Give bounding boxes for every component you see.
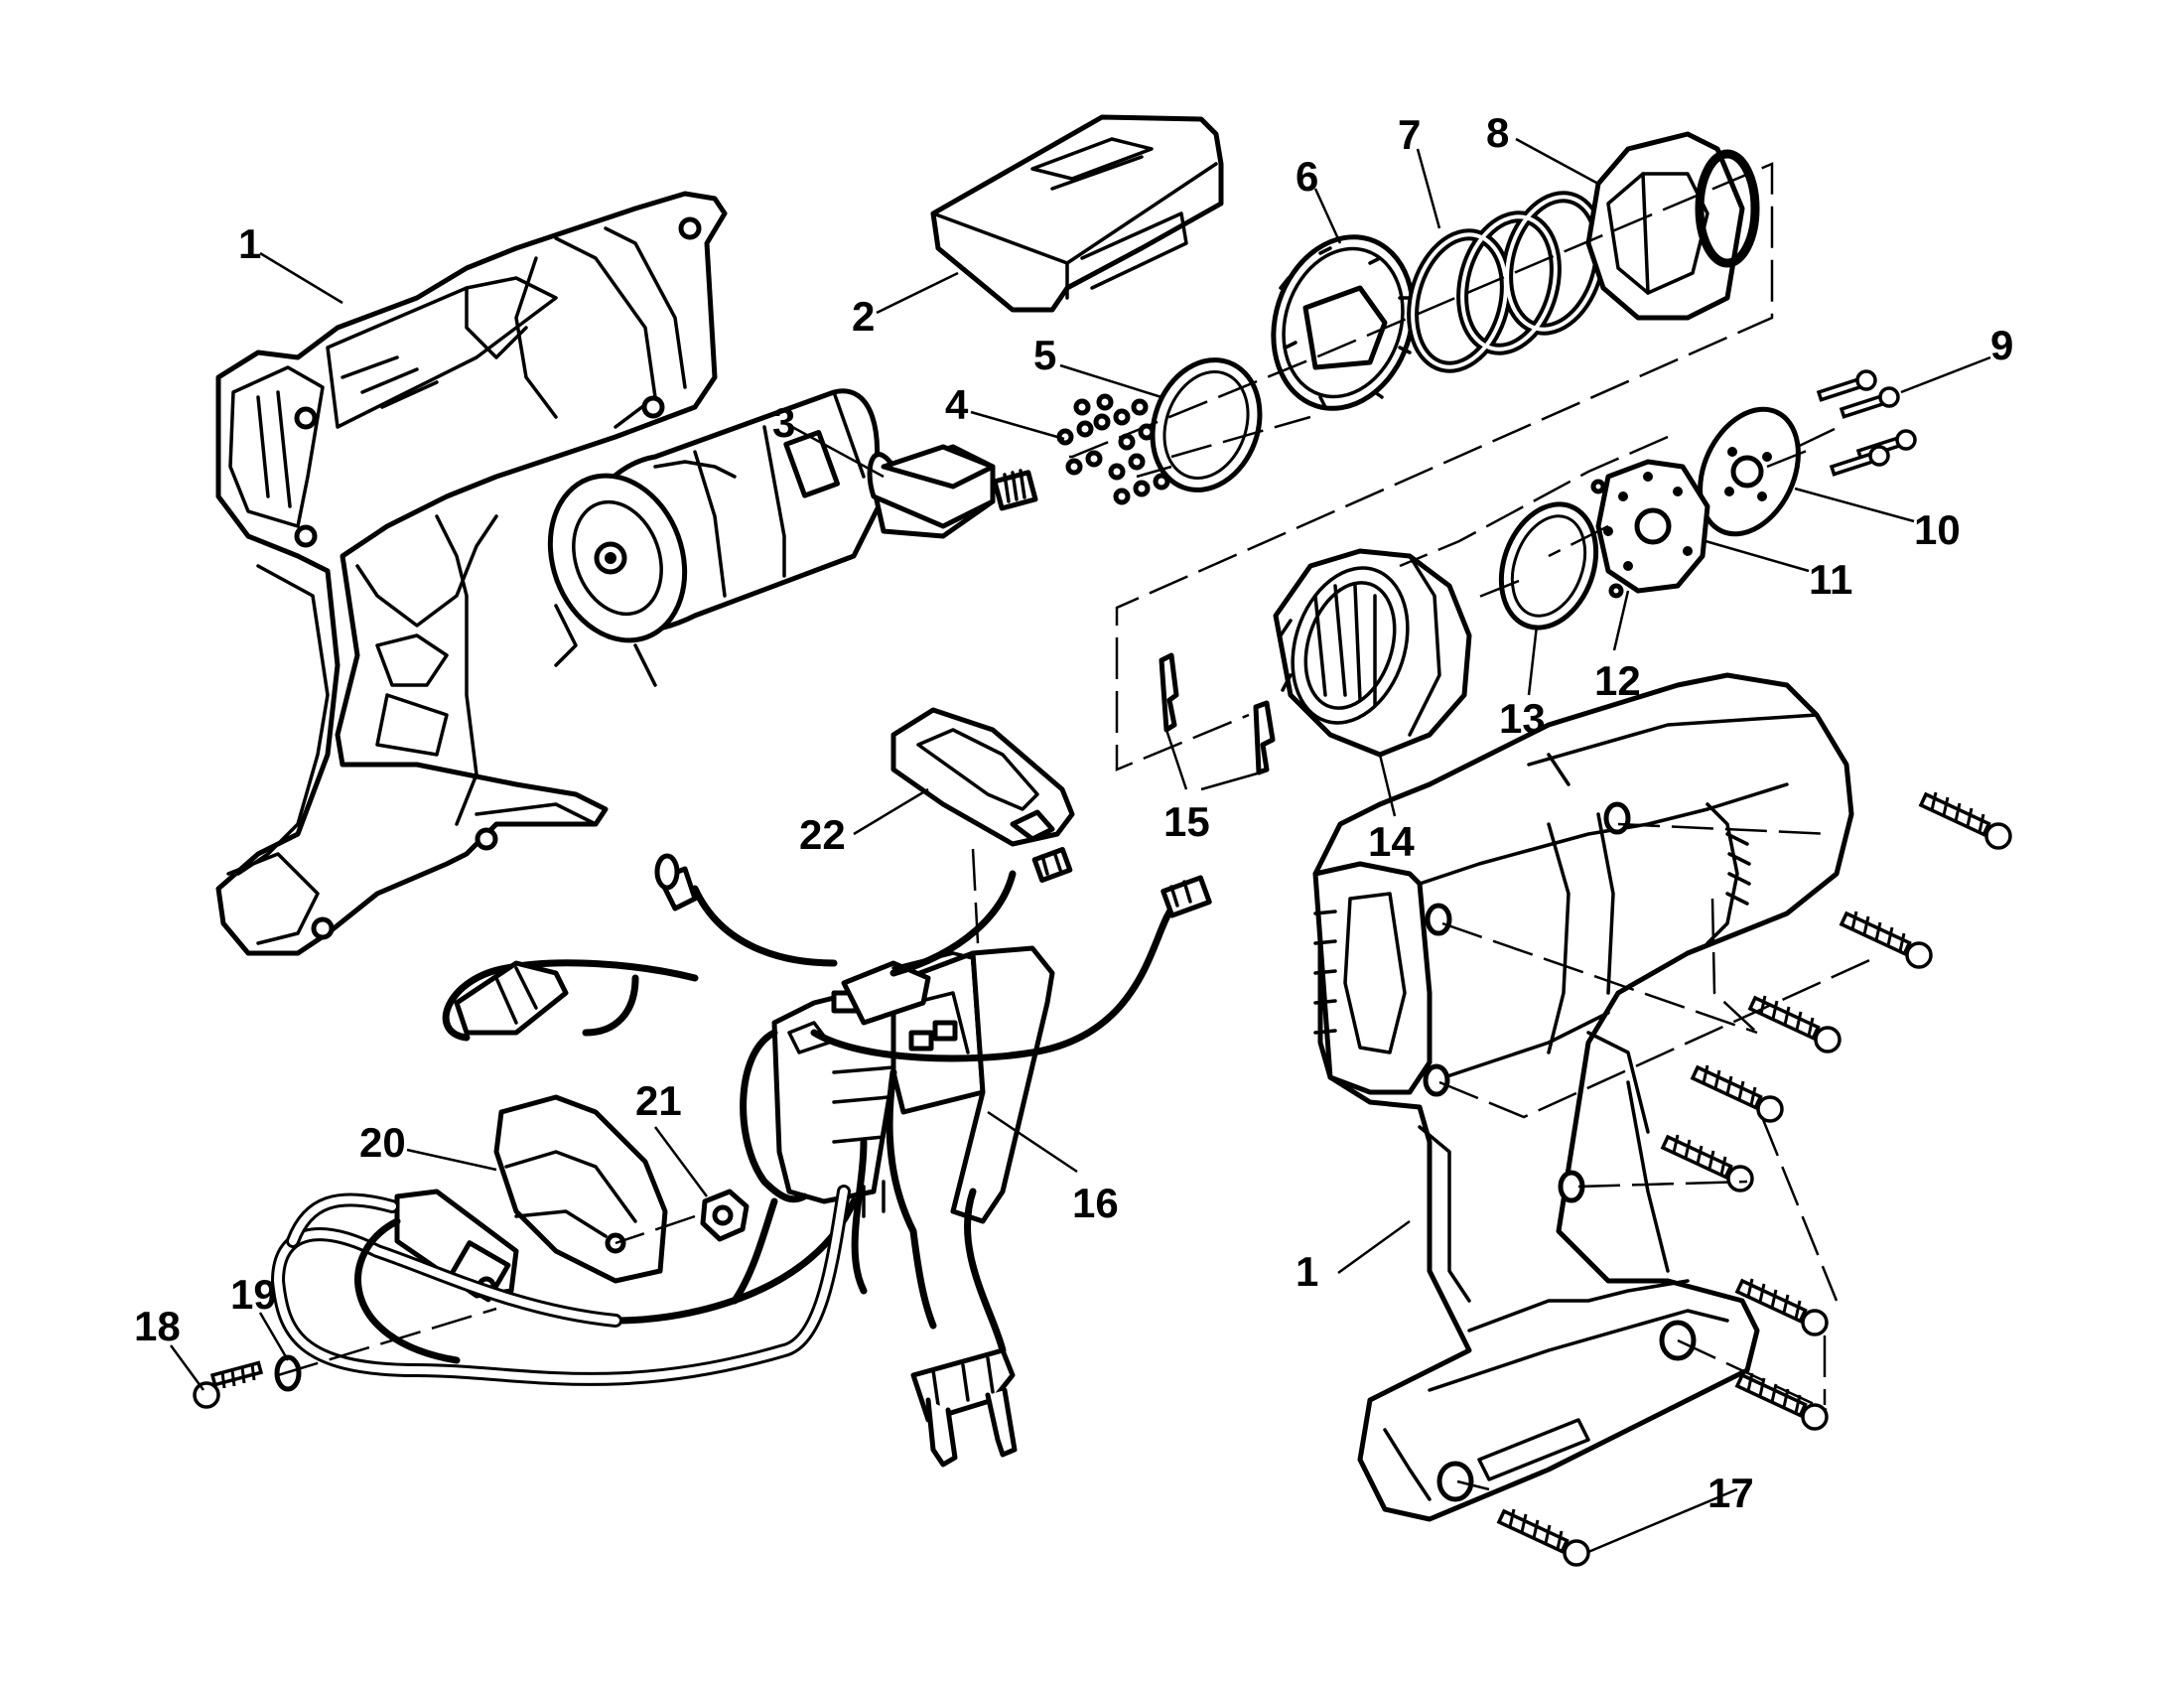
part-21-nut <box>700 1189 750 1242</box>
motor-shaft <box>992 469 1038 511</box>
part-7-spring <box>1407 191 1606 373</box>
callout-7: 7 <box>1398 111 1421 158</box>
part-1-housing-right-half <box>1312 672 1854 1522</box>
screw-17e <box>1660 1134 1754 1193</box>
callout-12: 12 <box>1594 657 1641 704</box>
callout-19: 19 <box>230 1271 277 1318</box>
callout-2: 2 <box>852 293 875 340</box>
callout-17: 17 <box>1707 1470 1754 1516</box>
callout-18: 18 <box>134 1303 181 1349</box>
callout-10: 10 <box>1914 506 1961 553</box>
part-9-screws <box>1816 369 1917 477</box>
part-18-screw <box>193 1360 264 1409</box>
callout-13: 13 <box>1499 695 1546 742</box>
callout-14: 14 <box>1368 818 1415 865</box>
part-16-switch <box>771 945 1055 1224</box>
callout-5: 5 <box>1033 332 1056 378</box>
part-6-gear-ring <box>1271 234 1416 411</box>
part-20-terminal-block <box>394 1094 668 1303</box>
part-13-ring <box>1498 501 1599 631</box>
callout-1-top: 1 <box>238 220 261 267</box>
connector-top-left <box>654 853 698 912</box>
callout-15: 15 <box>1163 798 1210 845</box>
callout-9: 9 <box>1990 322 2013 368</box>
wiring <box>270 847 1212 1468</box>
leader-lines <box>169 137 1991 1554</box>
screw-17a <box>1918 791 2012 850</box>
connector-plug <box>454 960 569 1036</box>
callout-3: 3 <box>772 399 795 446</box>
screw-17f <box>1734 1278 1829 1336</box>
assembly-dashed-lines <box>277 162 1877 1491</box>
part-3-motor <box>547 388 1038 687</box>
part-17-screws <box>1496 791 2012 1567</box>
screw-17c <box>1747 995 1842 1053</box>
callout-labels: 1 2 3 4 5 6 7 8 9 10 11 12 13 14 15 16 1… <box>134 109 2013 1516</box>
callout-1-bottom: 1 <box>1296 1248 1318 1295</box>
part-22-lever <box>890 707 1075 847</box>
part-1-housing-left-half <box>215 191 728 956</box>
callout-21: 21 <box>635 1077 682 1124</box>
screw-17b <box>1839 911 1933 969</box>
part-4-balls <box>1056 393 1175 505</box>
screw-9a <box>1816 369 1877 402</box>
part-15-clips <box>1159 652 1276 775</box>
callout-4: 4 <box>945 381 969 428</box>
screw-9d <box>1829 445 1890 477</box>
callout-20: 20 <box>359 1119 406 1166</box>
part-2-cover <box>930 114 1224 313</box>
part-10-plate <box>1698 406 1801 537</box>
callout-22: 22 <box>799 811 846 858</box>
callout-11: 11 <box>1809 556 1852 603</box>
screw-17d <box>1690 1064 1784 1123</box>
callout-6: 6 <box>1296 153 1318 200</box>
screw-17g <box>1734 1372 1829 1431</box>
part-8-collar <box>1585 131 1760 321</box>
screw-9b <box>1839 386 1900 419</box>
connector-lever-wire <box>1031 847 1073 883</box>
connector-bottom <box>910 1347 1018 1468</box>
callout-8: 8 <box>1486 109 1509 156</box>
part-14-gear-housing <box>1273 548 1472 758</box>
callout-16: 16 <box>1072 1180 1119 1226</box>
connector-right <box>1160 875 1212 918</box>
part-11-carrier <box>1595 459 1710 594</box>
screw-17h <box>1496 1508 1590 1567</box>
